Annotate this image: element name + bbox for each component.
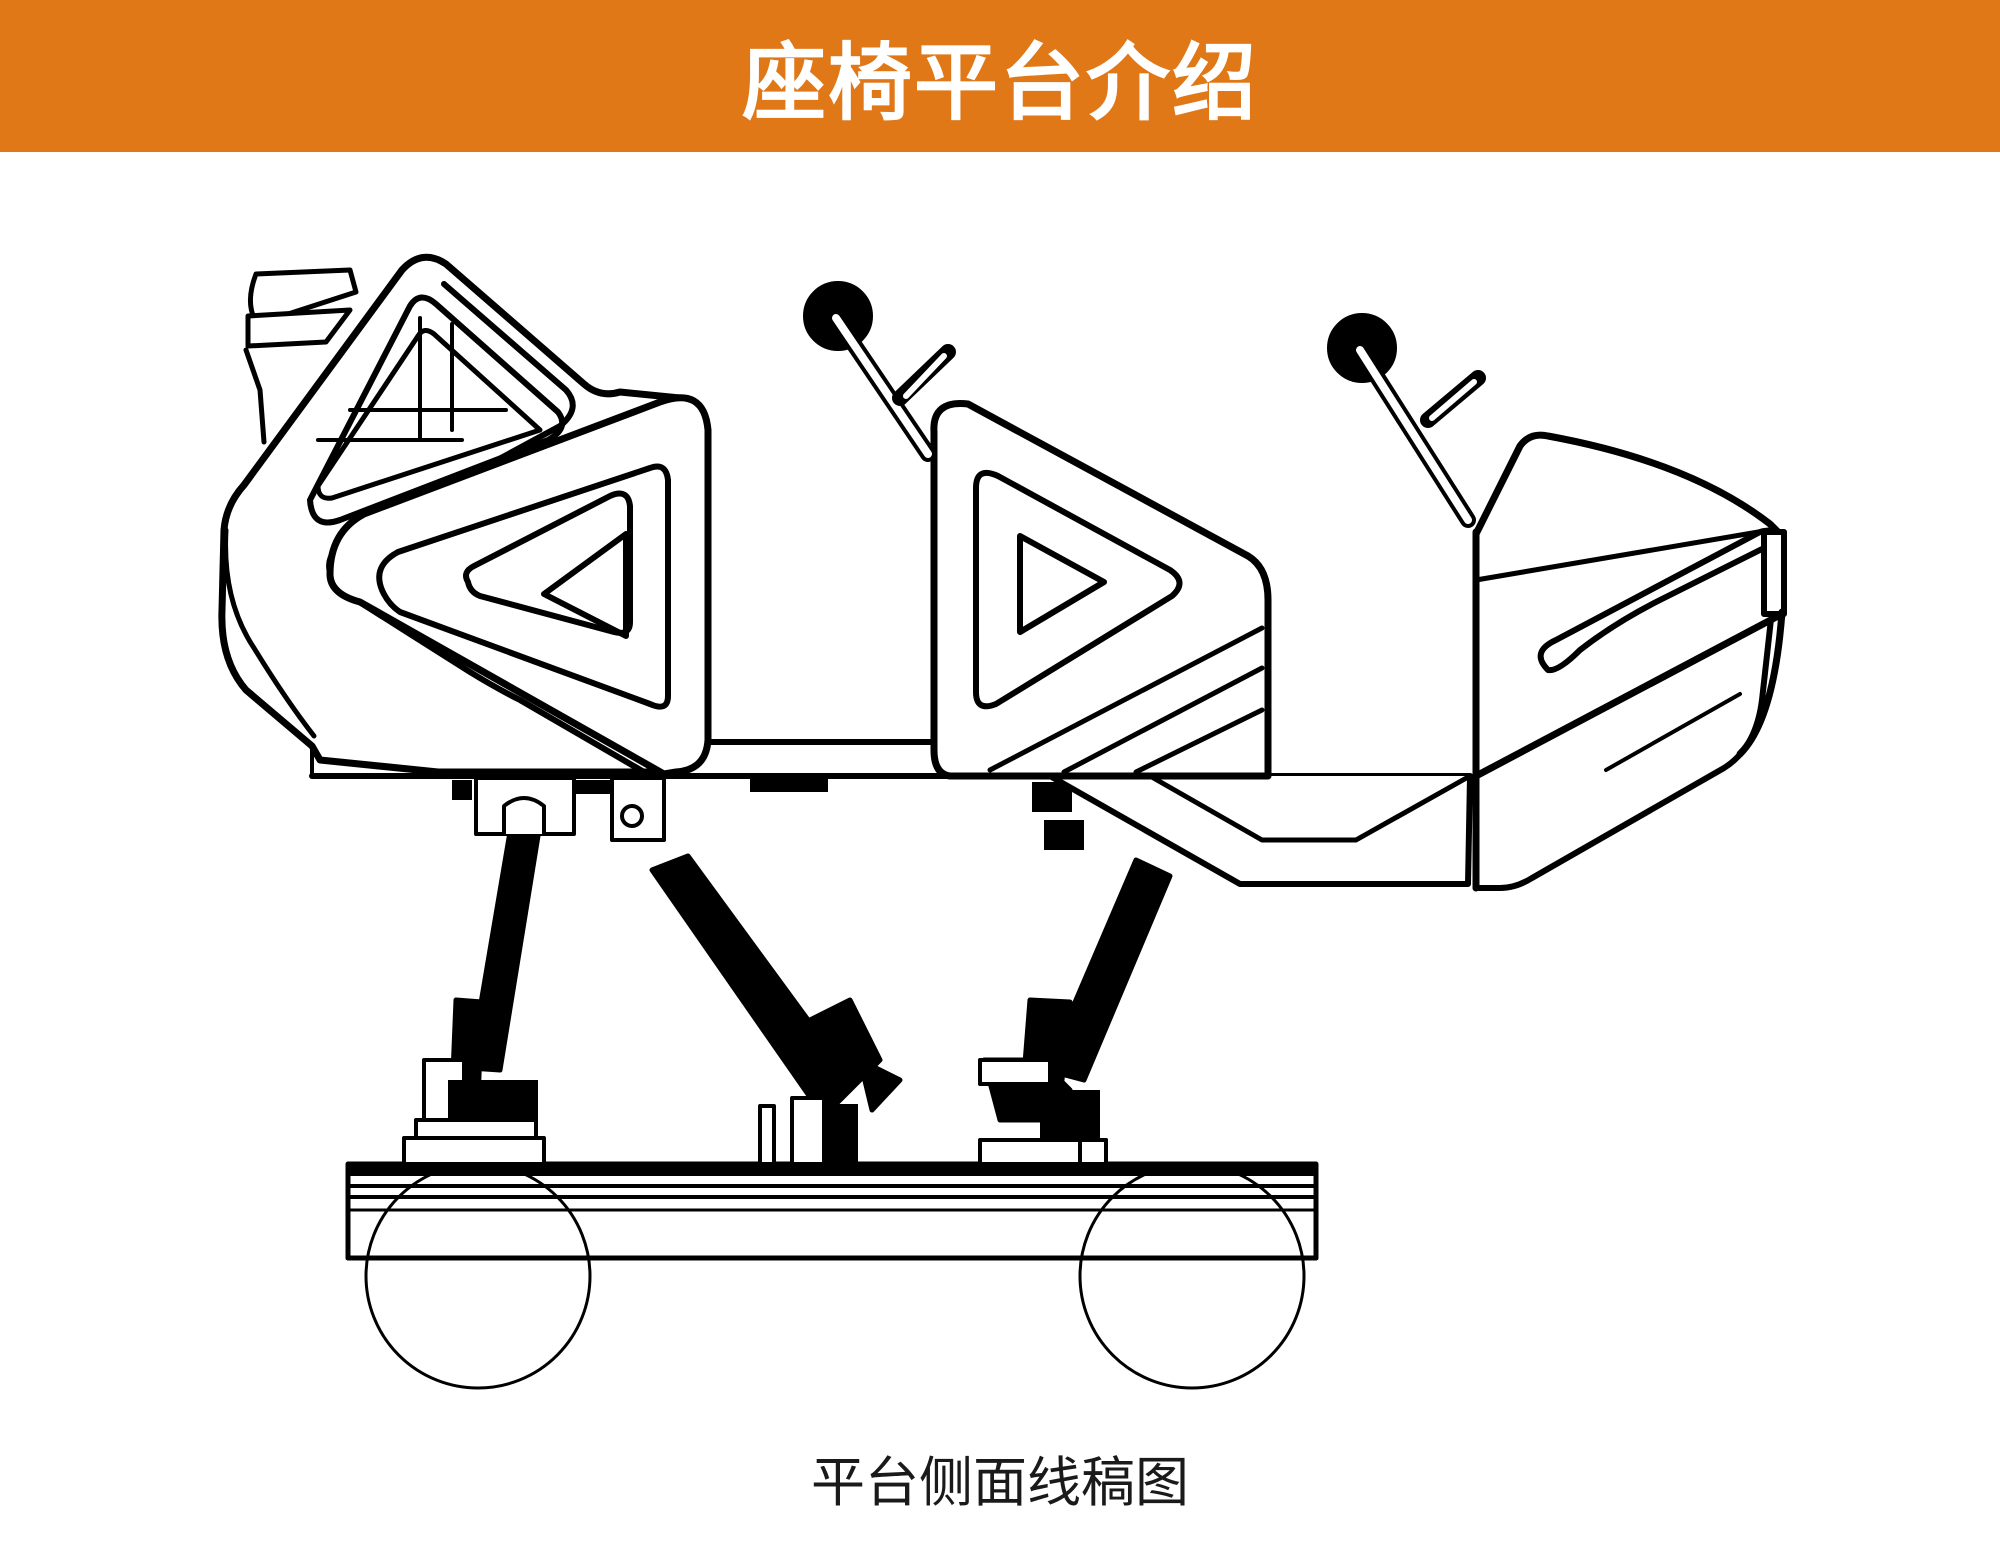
- seat-1-grab-handle: [803, 281, 956, 462]
- base-rail: [345, 1161, 1319, 1261]
- seat-1-side-panel: [326, 394, 712, 778]
- rear-tail-section: [1472, 431, 1787, 780]
- joint-brackets: [452, 776, 1084, 850]
- rear-lower-body: [1472, 528, 1786, 892]
- page-title: 座椅平台介绍: [741, 33, 1258, 132]
- front-cap: [223, 267, 359, 739]
- actuator-legs: [402, 829, 1173, 1166]
- seat-connector: [705, 739, 933, 779]
- seat-2-side-panel: [930, 400, 1272, 780]
- diagram-caption: 平台侧面线稿图: [811, 1451, 1189, 1514]
- wheel-right: [1078, 1162, 1306, 1390]
- title-banner: 座椅平台介绍: [0, 0, 2000, 152]
- seat-2-grab-handle: [1327, 313, 1486, 528]
